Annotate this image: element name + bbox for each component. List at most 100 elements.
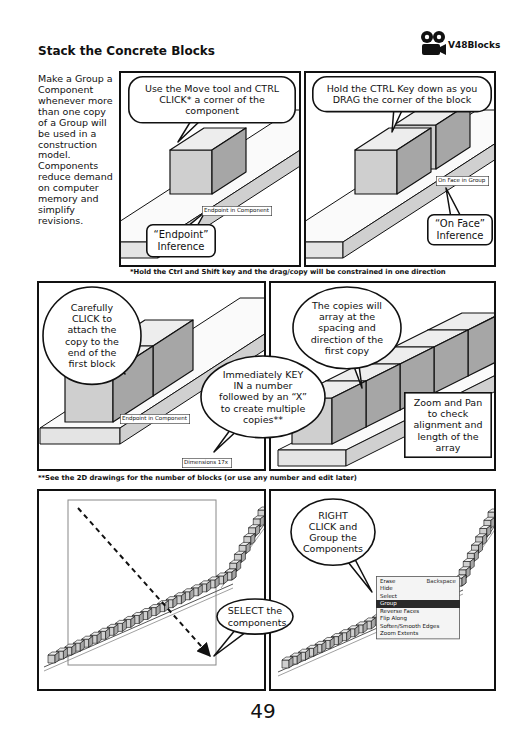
footing-line [44, 584, 233, 667]
menu-item: Hide [376, 585, 460, 592]
drawn-face [397, 128, 431, 194]
drawn-face [355, 626, 359, 637]
footing-line [221, 522, 265, 584]
drawn-face [434, 330, 468, 393]
page-number: 49 [238, 700, 288, 723]
menu-item: Select [376, 593, 460, 600]
drawn-face [466, 567, 470, 578]
drawn-face [106, 628, 110, 639]
drawn-face [237, 560, 241, 571]
panel-frame [38, 490, 265, 690]
drawn-face [63, 648, 67, 659]
drawn-face [246, 542, 250, 553]
drawn-face [366, 364, 400, 427]
node-text: Carefully CLICK to attach the copy to th… [57, 302, 127, 369]
speech-bubble: Immediately KEY IN a number followed by … [200, 355, 326, 439]
callout-box: Zoom and Pan to check alignment and leng… [404, 392, 492, 458]
drawn-face [488, 509, 495, 512]
selection-drag-arrow [78, 508, 210, 656]
node-body: The copies will array at the spacing and… [292, 286, 402, 356]
speech-bubble: SELECT the components [216, 598, 294, 635]
drawn-face [371, 618, 375, 629]
drawn-face [487, 526, 491, 537]
drawn-face [347, 630, 351, 641]
node-text: Dimensions 17x [184, 459, 230, 466]
speech-bubble: RIGHT CLICK and Group the Components [290, 498, 376, 566]
drawn-face [80, 640, 84, 651]
panel-frame [270, 490, 495, 690]
drawn-face [483, 534, 487, 545]
panel-drawing [120, 110, 300, 258]
drawn-face [114, 624, 118, 635]
drawn-face [260, 516, 264, 527]
menu-item: Backspace [427, 578, 457, 585]
speech-bubble: Carefully CLICK to attach the copy to th… [42, 286, 142, 385]
menu-item: Flip Along [376, 615, 460, 622]
speech-bubble: The copies will array at the spacing and… [292, 286, 402, 370]
drawn-face [332, 381, 366, 444]
node-text: “Endpoint” Inference [151, 229, 211, 253]
callout-box: “On Face” Inference [427, 214, 493, 246]
panel-drawing [305, 103, 495, 258]
menu-item: Soften/Smooth Edges [376, 623, 460, 630]
drawn-face [468, 313, 495, 376]
node-body: Dimensions 17x [182, 458, 232, 467]
node-text: The copies will array at the spacing and… [309, 300, 386, 356]
drawn-face [297, 653, 301, 664]
drawn-face [72, 644, 76, 655]
drawn-face [97, 632, 101, 643]
panel-frame [305, 72, 495, 266]
menu-item: Zoom Extents [376, 630, 460, 637]
drawn-face [314, 645, 318, 656]
node-body: RIGHT CLICK and Group the Components [290, 498, 376, 555]
drawn-face [278, 450, 346, 466]
context-menu: EraseBackspaceHideSelectGroupReverse Fac… [376, 576, 460, 639]
bubble-tails [87, 92, 467, 656]
drawn-face [305, 242, 343, 258]
drawn-face [258, 507, 265, 510]
drawn-face [207, 581, 211, 592]
node-body: “On Face” Inference [427, 214, 493, 246]
drawn-face [148, 609, 152, 620]
speech-bubble: Hold the CTRL Key down as you DRAG the c… [312, 76, 492, 112]
drawn-face [170, 150, 212, 194]
callout-box: “Endpoint” Inference [146, 224, 216, 258]
drawn-face [436, 103, 470, 169]
panel-drawing [44, 500, 265, 671]
drawn-face [215, 577, 219, 588]
drawn-face [305, 649, 309, 660]
drawn-face [256, 525, 260, 536]
page-title: Stack the Concrete Blocks [38, 44, 215, 58]
node-body: “Endpoint” Inference [146, 224, 216, 258]
drawn-face [131, 616, 135, 627]
menu-item: Group [376, 600, 460, 607]
drawn-face [363, 622, 367, 633]
drawn-face [48, 655, 55, 663]
drawn-face [474, 550, 478, 561]
drawn-face [224, 573, 228, 584]
node-body: Zoom and Pan to check alignment and leng… [404, 392, 492, 458]
node-text: Use the Move tool and CTRL CLICK* a corn… [135, 83, 289, 117]
node-body: Immediately KEY IN a number followed by … [200, 355, 326, 425]
drawn-face [355, 150, 397, 194]
drawn-face [251, 534, 255, 545]
drawn-face [462, 575, 466, 586]
drawn-face [343, 110, 495, 258]
node-text: Immediately KEY IN a number followed by … [219, 369, 307, 425]
inference-tooltip: On Face in Group [436, 176, 489, 186]
drawn-face [190, 589, 194, 600]
node-body: On Face in Group [436, 176, 489, 185]
footing-line [221, 526, 265, 588]
menu-item: Reverse Faces [376, 608, 460, 615]
drawn-face [139, 612, 143, 623]
node-text: Hold the CTRL Key down as you DRAG the c… [319, 83, 485, 105]
drawn-face [173, 597, 177, 608]
drawn-face [40, 428, 120, 444]
node-body: EraseBackspaceHideSelectGroupReverse Fac… [376, 576, 460, 639]
node-body: Carefully CLICK to attach the copy to th… [42, 286, 142, 369]
node-body: Endpoint in Component [202, 206, 272, 215]
drawn-face [330, 637, 334, 648]
node-body: Hold the CTRL Key down as you DRAG the c… [312, 76, 492, 112]
drawn-face [322, 641, 326, 652]
